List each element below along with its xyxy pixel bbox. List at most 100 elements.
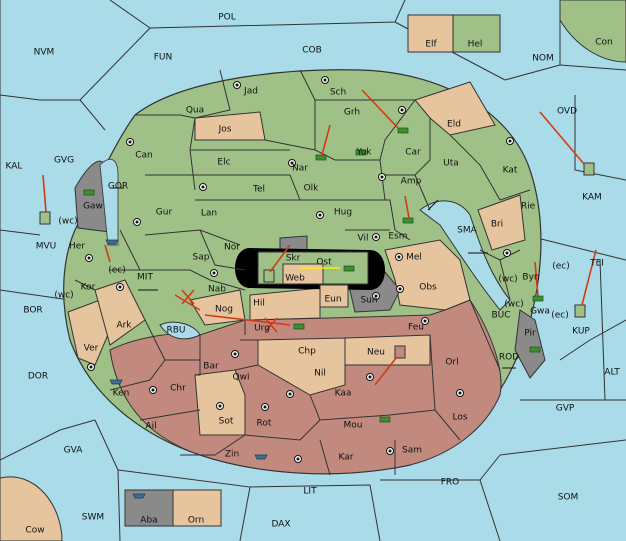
label-orn: Orn [188, 516, 204, 526]
label-jad: Jad [243, 87, 258, 97]
label-yok: Yok [355, 148, 372, 158]
province-web[interactable] [282, 263, 324, 285]
double-arrows [110, 187, 516, 369]
fleet-units[interactable] [105, 239, 268, 499]
label-vil: Vil [358, 234, 369, 244]
label-eld: Eld [447, 120, 461, 130]
label-qwi: Qwi [233, 373, 250, 383]
label-mvu: MVU [36, 242, 57, 252]
destroyed-marks [181, 289, 278, 333]
label-pir: Pir [524, 329, 536, 339]
label-wc-gwa: (wc) [504, 300, 523, 310]
lagoon-gor [99, 158, 119, 246]
label-buc: BUC [491, 311, 510, 321]
label-kup: KUP [572, 327, 590, 337]
label-gwa: Gwa [530, 307, 550, 317]
label-lit: LIT [303, 487, 317, 497]
label-rbu: RBU [166, 326, 185, 336]
label-kaa: Kaa [335, 389, 352, 399]
label-zin: Zin [225, 450, 239, 460]
label-hil: Hil [253, 299, 265, 309]
label-ec-gwa: (ec) [551, 311, 569, 321]
label-tel: Tel [252, 185, 265, 195]
province-eun[interactable] [319, 284, 349, 308]
label-nil: Nil [314, 369, 326, 379]
label-sot: Sot [219, 417, 234, 427]
label-aba: Aba [140, 516, 157, 526]
label-sam: Sam [402, 446, 422, 456]
label-elf: Elf [425, 40, 437, 50]
label-olk: Olk [304, 184, 320, 194]
province-borders [74, 69, 531, 476]
label-swm: SWM [82, 513, 104, 523]
label-fro: FRO [441, 478, 460, 488]
label-jos: Jos [218, 125, 232, 135]
label-rot: Rot [257, 419, 272, 429]
label-bri: Bri [491, 220, 503, 230]
label-kor: Kor [81, 283, 96, 293]
label-byn: Byn [522, 273, 539, 283]
label-sch: Sch [330, 88, 346, 98]
province-orn[interactable] [172, 489, 222, 527]
label-web: Web [285, 274, 305, 284]
label-bar: Bar [203, 362, 219, 372]
label-ec-byn: (ec) [552, 262, 570, 272]
label-ost: Ost [316, 258, 332, 268]
label-cob: COB [302, 46, 322, 56]
label-chr: Chr [170, 384, 186, 394]
label-sun: Sun [360, 296, 377, 306]
label-nor: Nor [224, 243, 240, 253]
label-can: Can [135, 151, 153, 161]
label-eun: Eun [324, 295, 341, 305]
label-mou: Mou [344, 421, 363, 431]
label-ark: Ark [116, 321, 132, 331]
label-mel: Mel [406, 253, 422, 263]
label-con: Con [595, 38, 613, 48]
label-ovd: OVD [557, 107, 577, 117]
label-neu: Neu [367, 348, 385, 358]
label-los: Los [452, 413, 467, 423]
label-orl: Orl [445, 358, 458, 368]
label-nom: NOM [532, 54, 554, 64]
label-sma: SMA [457, 226, 477, 236]
label-rie: Rie [521, 202, 536, 212]
label-nvm: NVM [34, 48, 55, 58]
label-car: Car [405, 148, 421, 158]
label-ail: Ail [145, 422, 156, 432]
label-her: Her [69, 242, 85, 252]
label-gaw: Gaw [83, 202, 103, 212]
label-uta: Uta [443, 159, 459, 169]
label-grh: Grh [344, 108, 360, 118]
province-pir[interactable] [514, 309, 546, 379]
retreat-markers [39, 162, 595, 359]
label-pol: POL [218, 13, 236, 23]
label-gvp: GVP [556, 404, 575, 414]
province-elf[interactable] [407, 14, 454, 53]
label-chp: Chp [298, 347, 316, 357]
label-wc-gaw: (wc) [58, 217, 77, 227]
label-hel: Hel [468, 40, 483, 50]
army-units[interactable] [83, 127, 544, 423]
label-lan: Lan [201, 209, 217, 219]
label-som: SOM [558, 493, 579, 503]
order-arrows [42, 89, 597, 386]
province-hel[interactable] [452, 14, 501, 53]
label-dor: DOR [28, 372, 48, 382]
label-skr: Skr [286, 254, 301, 264]
label-gur: Gur [156, 208, 173, 218]
label-ver: Ver [84, 344, 99, 354]
label-bor: BOR [23, 306, 42, 316]
label-cow: Cow [25, 526, 44, 536]
province-aba[interactable] [124, 489, 174, 527]
supply-centers [85, 76, 514, 463]
label-dax: DAX [271, 520, 290, 530]
label-kat: Kat [503, 166, 518, 176]
labels: POL NVM FUN COB NOM Con Elf Hel OVD KAL … [6, 13, 621, 536]
label-esm: Esm [388, 232, 407, 242]
label-ec-her: (ec) [108, 266, 126, 276]
label-wc-kor: (wc) [54, 291, 73, 301]
label-gvg: GVG [54, 156, 74, 166]
label-kam: KAM [582, 193, 602, 203]
